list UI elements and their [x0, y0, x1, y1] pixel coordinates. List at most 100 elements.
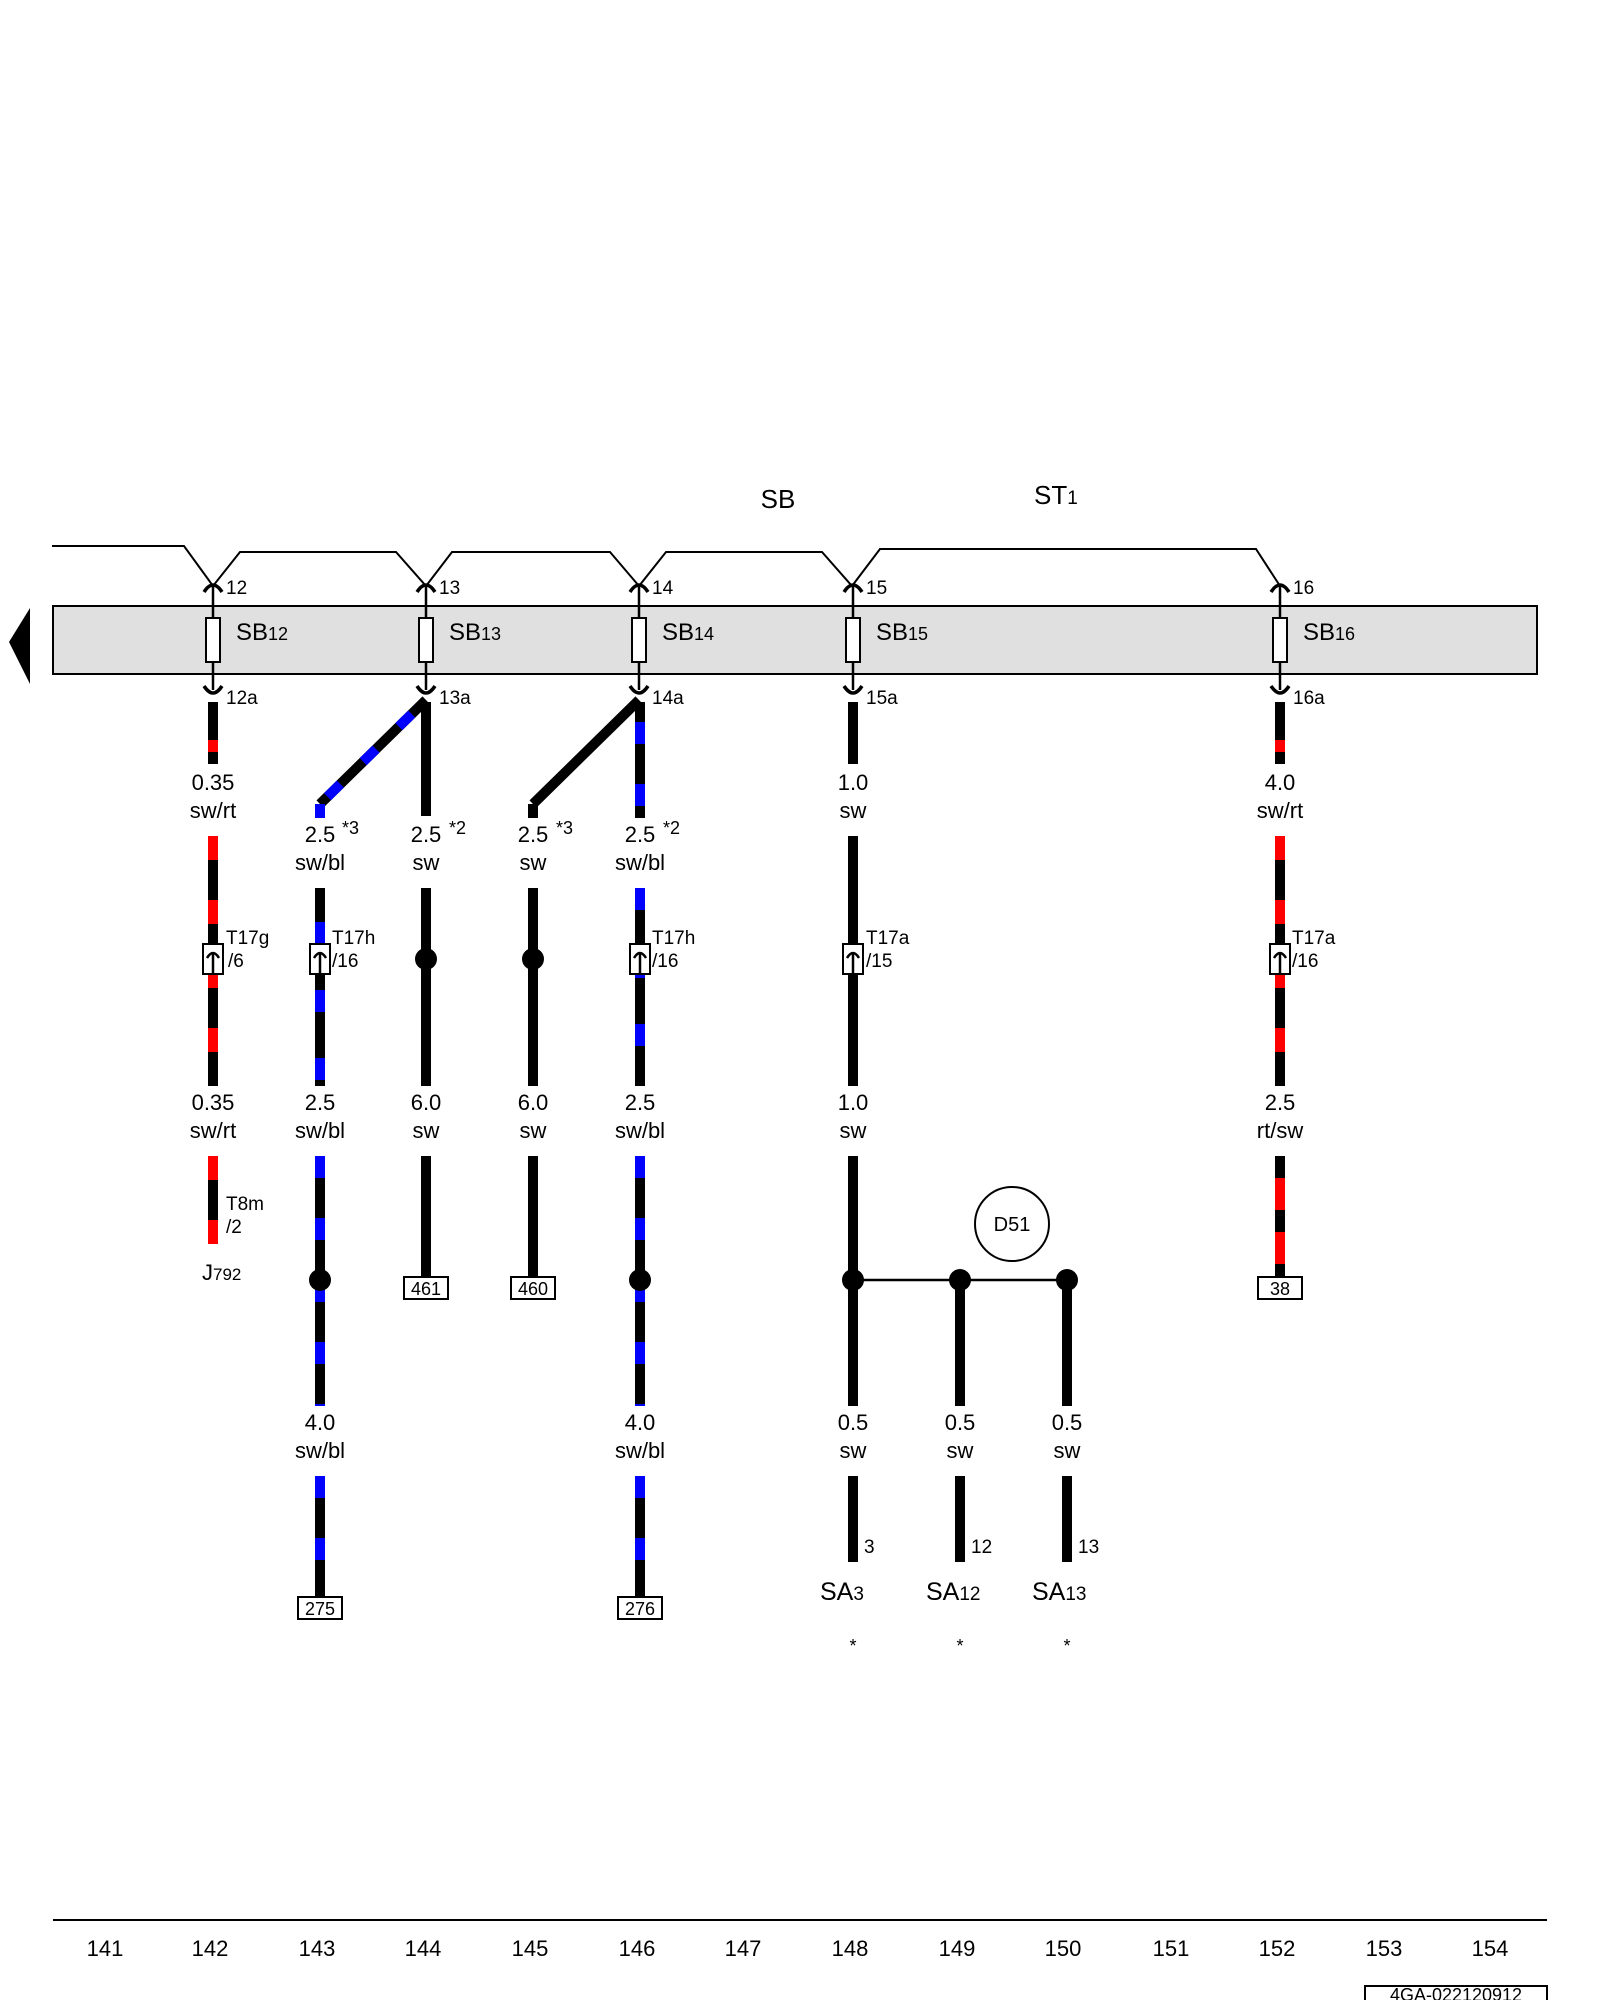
reference-label: 460 [518, 1279, 548, 1299]
title-st-main: ST [1034, 480, 1067, 510]
fuse-top-contact-icon [415, 583, 437, 594]
ground-point-label: D51 [994, 1214, 1031, 1236]
reference-label: 38 [1270, 1279, 1290, 1299]
doc-id: 4GA-022120912 [1390, 1985, 1522, 2000]
reference-box-276[interactable]: 276 [617, 1596, 663, 1620]
fuse-bottom-pin: 15a [866, 688, 898, 709]
fuse-symbol-icon [1272, 617, 1288, 663]
fuse-label: SB15 [876, 619, 928, 646]
wire-note: *2 [663, 818, 680, 838]
sa-star: * [956, 1636, 963, 1656]
fuse-bottom-pin: 14a [652, 688, 684, 709]
reference-box-460[interactable]: 460 [510, 1276, 556, 1300]
fuse-bottom-contact-icon [415, 684, 437, 695]
fuse-bottom-pin: 13a [439, 688, 471, 709]
grid-number: 141 [87, 1936, 124, 1961]
fuse-top-pin: 14 [652, 578, 674, 599]
fuse-top-contact-icon [1269, 583, 1291, 594]
fuse-sb16: SB16 16 16a [1269, 578, 1355, 709]
connector-label: T17a/15 [866, 928, 910, 972]
grid-number: 152 [1259, 1936, 1296, 1961]
connector-label: T17a/16 [1292, 928, 1336, 972]
grid-number: 143 [299, 1936, 336, 1961]
fuse-bar [52, 605, 1538, 675]
fuse-label: SB12 [236, 619, 288, 646]
fuse-sb13: SB13 13 13a [415, 578, 501, 709]
grid-number: 144 [405, 1936, 442, 1961]
fuse-top-pin: 16 [1293, 578, 1314, 599]
splice-dot [1056, 1269, 1078, 1291]
fuse-label: SB16 [1303, 619, 1355, 646]
grid-number: 146 [619, 1936, 656, 1961]
reference-label: 276 [625, 1599, 655, 1619]
reference-label: 461 [411, 1279, 441, 1299]
sa-star: * [849, 1636, 856, 1656]
reference-label: 275 [305, 1599, 335, 1619]
connector-label: T17h/16 [652, 928, 695, 972]
sa-pin: 3 [864, 1537, 875, 1558]
sa-star: * [1063, 1636, 1070, 1656]
reference-box-38[interactable]: 38 [1257, 1276, 1303, 1300]
fuse-top-contact-icon [628, 583, 650, 594]
splice-dot [842, 1269, 864, 1291]
sa-pin: 12 [971, 1537, 992, 1558]
fuse-sb12: SB12 12 12a [202, 578, 288, 709]
title-st-sub: 1 [1067, 488, 1078, 509]
ground-point-d51: D51 [974, 1186, 1050, 1262]
wire-note: *2 [449, 818, 466, 838]
fuse-bottom-contact-icon [202, 684, 224, 695]
connector-symbol-icon [202, 943, 224, 975]
component-j792: J792 [202, 1260, 241, 1285]
wire-145 [528, 696, 643, 1276]
grid-number: 153 [1366, 1936, 1403, 1961]
grid-number: 150 [1045, 1936, 1082, 1961]
fuse-bottom-contact-icon [1269, 684, 1291, 695]
splice-dot [309, 1269, 331, 1291]
fuse-symbol-icon [845, 617, 861, 663]
title-sb: SB [761, 484, 796, 514]
connector-label: T17g/6 [226, 928, 269, 972]
grid-number: 149 [939, 1936, 976, 1961]
fuse-top-contact-icon [842, 583, 864, 594]
fuse-top-pin: 13 [439, 578, 460, 599]
fuse-bottom-contact-icon [628, 684, 650, 695]
connector-label: T8m/2 [226, 1194, 264, 1238]
fuse-sb15: SB15 15 15a [842, 578, 928, 709]
reference-box-275[interactable]: 275 [297, 1596, 343, 1620]
fuse-top-pin: 12 [226, 578, 247, 599]
wire-note: *3 [556, 818, 573, 838]
fuse-label: SB14 [662, 619, 714, 646]
fuse-symbol-icon [418, 617, 434, 663]
connector-symbol-icon [629, 943, 651, 975]
fuse-top-contact-icon [202, 583, 224, 594]
left-arrow-icon [9, 608, 30, 684]
splice-dot [629, 1269, 651, 1291]
sa-connector-label: SA3 [820, 1578, 864, 1606]
wire-note: *3 [342, 818, 359, 838]
doc-id-box: 4GA-022120912 [1364, 1985, 1548, 2000]
splice-dot [522, 948, 544, 970]
grid-number: 148 [832, 1936, 869, 1961]
fuse-top-pin: 15 [866, 578, 887, 599]
grid-number: 142 [192, 1936, 229, 1961]
reference-box-461[interactable]: 461 [403, 1276, 449, 1300]
supply-wire [52, 545, 1281, 588]
fuse-bottom-pin: 16a [1293, 688, 1325, 709]
grid-number: 154 [1472, 1936, 1509, 1961]
connector-symbol-icon [309, 943, 331, 975]
fuse-symbol-icon [631, 617, 647, 663]
